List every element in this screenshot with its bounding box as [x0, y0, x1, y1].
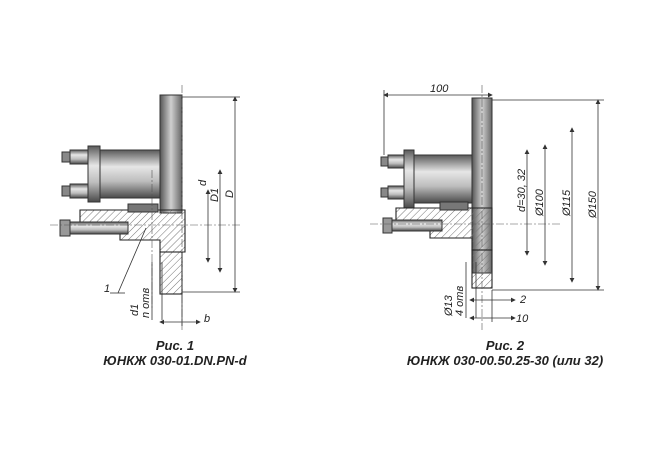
fig1-label-n-holes: n отв — [140, 288, 152, 318]
figure1-caption-title: Рис. 1 — [155, 338, 195, 353]
fig1-label-D: D — [224, 190, 236, 198]
fig1-label-callout: 1 — [104, 283, 110, 295]
figure2-caption-code: ЮНКЖ 030-00.50.25-30 (или 32) — [406, 353, 604, 368]
fig2-label-dia150: Ø150 — [587, 190, 599, 219]
fig2-label-dia115: Ø115 — [561, 189, 573, 217]
figure1-drawing — [50, 85, 240, 330]
fig2-label-d-range: d=30, 32 — [516, 169, 528, 212]
fig1-label-d1: d1 — [129, 304, 141, 316]
figure2-caption-title: Рис. 2 — [485, 338, 525, 353]
figure2-drawing — [370, 85, 604, 330]
fig2-label-2: 2 — [519, 294, 526, 306]
fig1-label-D1: D1 — [209, 188, 221, 202]
figure1-caption-code: ЮНКЖ 030-01.DN.PN-d — [103, 353, 247, 368]
fig1-label-b: b — [204, 313, 210, 325]
fig2-label-dia100: Ø100 — [534, 188, 546, 217]
fig2-label-dia13: Ø13 — [443, 294, 455, 317]
fig1-label-d: d — [197, 179, 209, 186]
fig2-label-100: 100 — [430, 83, 449, 95]
fig2-label-holes4: 4 отв — [454, 286, 466, 316]
figure1-caption: Рис. 1 ЮНКЖ 030-01.DN.PN-d — [60, 338, 290, 368]
fig2-label-10: 10 — [516, 313, 529, 325]
figure2-caption: Рис. 2 ЮНКЖ 030-00.50.25-30 (или 32) — [375, 338, 635, 368]
